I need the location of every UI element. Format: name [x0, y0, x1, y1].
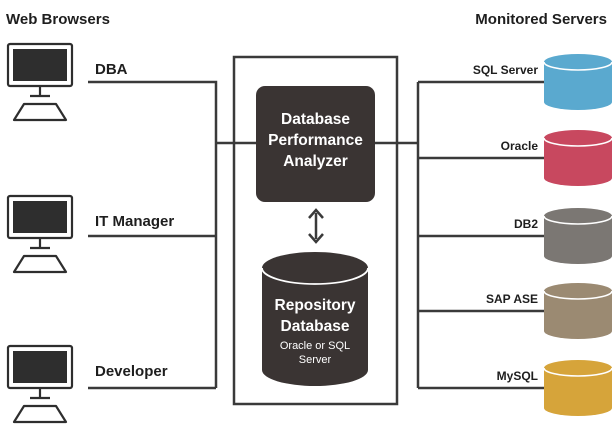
- server-label: SAP ASE: [486, 292, 538, 306]
- database-cylinder-icon: [543, 54, 613, 110]
- repository-label-line-1: Repository: [275, 297, 356, 314]
- server-label: DB2: [514, 217, 538, 231]
- analyzer-label-line-3: Analyzer: [283, 153, 348, 170]
- server-mysql: MySQL: [497, 360, 613, 416]
- client-label: IT Manager: [95, 213, 174, 230]
- analyzer-label-line-1: Database: [281, 111, 350, 128]
- system-boundary-frame: [232, 55, 399, 406]
- client-dba: DBA: [6, 42, 128, 122]
- computer-icon: [6, 344, 74, 424]
- server-oracle: Oracle: [501, 130, 613, 186]
- repository-sublabel-line-2: Server: [299, 354, 332, 366]
- database-cylinder-icon: [543, 360, 613, 416]
- server-connections: [375, 80, 545, 390]
- monitored-servers-header: Monitored Servers: [475, 11, 607, 28]
- server-label: SQL Server: [473, 63, 538, 77]
- client-developer: Developer: [6, 344, 168, 424]
- client-it-manager: IT Manager: [6, 194, 174, 274]
- server-db2: DB2: [514, 208, 613, 264]
- repository-sublabel-line-1: Oracle or SQL: [280, 340, 350, 352]
- bidirectional-arrow-icon: [308, 208, 324, 244]
- server-label: MySQL: [497, 369, 538, 383]
- computer-icon: [6, 42, 74, 122]
- analyzer-box: Database Performance Analyzer: [256, 86, 375, 202]
- database-cylinder-icon: [543, 208, 613, 264]
- computer-icon: [6, 194, 74, 274]
- repository-label-line-2: Database: [281, 318, 350, 335]
- repository-database-cylinder: Repository Database Oracle or SQL Server: [261, 252, 369, 386]
- database-cylinder-icon: [543, 283, 613, 339]
- server-label: Oracle: [501, 139, 539, 153]
- server-sql-server: SQL Server: [473, 54, 613, 110]
- web-browsers-header: Web Browsers: [6, 11, 110, 28]
- client-label: DBA: [95, 61, 128, 78]
- client-label: Developer: [95, 363, 168, 380]
- server-sap-ase: SAP ASE: [486, 283, 613, 339]
- analyzer-label-line-2: Performance: [268, 132, 363, 149]
- database-cylinder-icon: [543, 130, 613, 186]
- client-connections: [88, 80, 256, 390]
